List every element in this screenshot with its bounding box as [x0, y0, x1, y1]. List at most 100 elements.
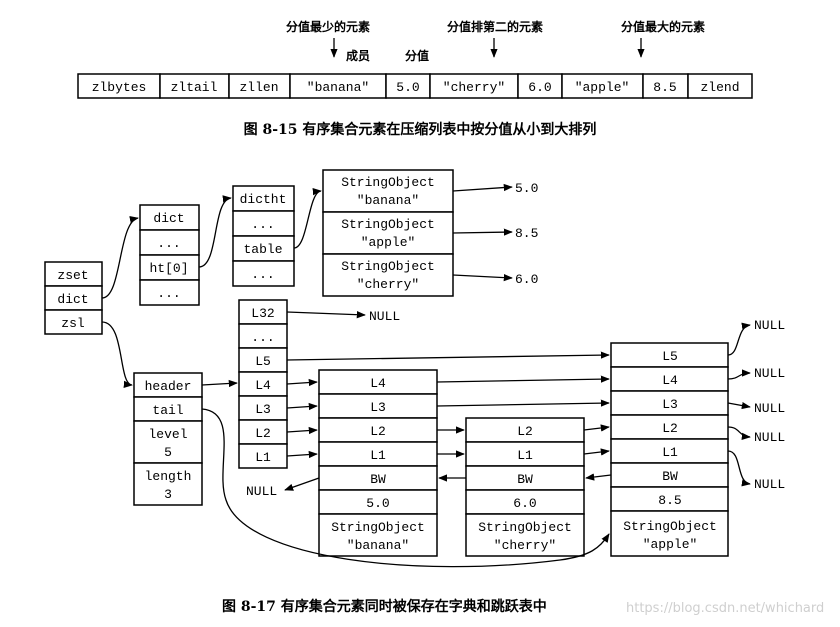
ziplist-cell: [289, 73, 387, 99]
arrow-l2-banana: [286, 426, 318, 435]
dict-skiplist-figure: zset dict zsl dict ... ht[0] ... dictht …: [44, 169, 824, 616]
zsl-tail-field: tail: [152, 403, 183, 418]
arrow-l3-banana: [286, 402, 318, 411]
arrow-l32-null: [286, 311, 366, 319]
annotation-max-element: 分值最大的元素: [621, 19, 705, 34]
header-level-label: L32: [251, 306, 274, 321]
entry-member: "apple": [361, 235, 416, 250]
skiplist-node-cherry: L2 L1 BW 6.0 StringObject "cherry": [465, 417, 585, 557]
node-score: 6.0: [513, 496, 536, 511]
arrow-banana-l3: [436, 399, 610, 407]
header-level-label: L4: [255, 378, 271, 393]
ziplist-figure: 分值最少的元素 分值排第二的元素 分值最大的元素 成员 分值 zlbytes z…: [77, 19, 753, 138]
arrow-banana-l4: [436, 375, 610, 383]
figure-caption-8-17: 图 8-17 有序集合元素同时被保存在字典和跳跃表中: [222, 598, 547, 615]
node-object-type: StringObject: [331, 520, 425, 535]
header-level-label: L3: [255, 402, 271, 417]
arrow-l1-banana: [286, 450, 318, 459]
ziplist-cell-label: "banana": [307, 80, 369, 95]
node-level-label: L3: [662, 397, 678, 412]
arrow-zsl-skiplist: [101, 321, 133, 389]
arrow-l4-banana: [286, 378, 318, 387]
ziplist-cell: [429, 73, 519, 99]
arrow-table-entries: [293, 188, 322, 249]
dict-label: dict: [153, 211, 184, 226]
ziplist-cell-label: zlbytes: [92, 80, 147, 95]
ziplist-cell-label: zlend: [700, 80, 739, 95]
header-level-label: L5: [255, 354, 271, 369]
node-level-label: L1: [370, 448, 386, 463]
arrow-entry-score: [452, 273, 513, 282]
node-score: 5.0: [366, 496, 389, 511]
dict-ellipsis: ...: [157, 286, 180, 301]
dict-ellipsis: ...: [157, 236, 180, 251]
pointer-arrows: [101, 188, 751, 568]
arrow-apple-l3-null: [727, 401, 751, 410]
ziplist-cell: [561, 73, 644, 99]
zset-label: zset: [57, 268, 88, 283]
entry-object-type: StringObject: [341, 175, 435, 190]
node-score: 8.5: [658, 493, 681, 508]
entry-member: "banana": [357, 193, 419, 208]
node-backward: BW: [662, 469, 678, 484]
ziplist-cell-label: "apple": [575, 80, 630, 95]
null-label: NULL: [754, 318, 785, 333]
null-label: NULL: [246, 484, 277, 499]
node-level-label: L5: [662, 349, 678, 364]
ziplist-cells: zlbytes zltail zllen "banana" 5.0 "cherr…: [77, 73, 753, 99]
ziplist-cell-label: 6.0: [528, 80, 551, 95]
null-label: NULL: [754, 401, 785, 416]
ziplist-cell-label: "cherry": [443, 80, 505, 95]
zsl-length-value: 3: [164, 487, 172, 502]
node-level-label: L3: [370, 400, 386, 415]
dictht-ellipsis: ...: [251, 267, 274, 282]
annotation-member: 成员: [346, 48, 370, 63]
dictht-table-field: table: [243, 242, 282, 257]
arrow-tail-apple: [201, 408, 610, 568]
arrow-ht0-dictht: [198, 195, 232, 268]
node-member: "cherry": [494, 538, 556, 553]
entry-object-type: StringObject: [341, 217, 435, 232]
arrow-apple-l1-null: [727, 450, 751, 487]
node-level-label: L2: [662, 421, 678, 436]
zskiplist-struct: header tail level 5 length 3: [133, 372, 203, 506]
node-backward: BW: [370, 472, 386, 487]
figure-caption-8-15: 图 8-15 有序集合元素在压缩列表中按分值从小到大排列: [244, 121, 597, 138]
ziplist-cell-label: 8.5: [653, 80, 676, 95]
zsl-header-field: header: [145, 379, 192, 394]
dictht-label: dictht: [240, 192, 287, 207]
skiplist-header-node: L32 ... L5 L4 L3 L2 L1: [238, 299, 288, 469]
entry-score: 5.0: [515, 181, 538, 196]
entry-score: 8.5: [515, 226, 538, 241]
header-level-label: L1: [255, 450, 271, 465]
ziplist-cell: [687, 73, 753, 99]
arrow-cherry-l2: [583, 424, 610, 432]
null-label: NULL: [754, 477, 785, 492]
zsl-level-label: level: [148, 427, 187, 442]
zset-zsl-field: zsl: [61, 316, 85, 331]
ziplist-cell: [385, 73, 431, 99]
node-member: "banana": [347, 538, 409, 553]
arrow-apple-l5-null: [727, 322, 751, 356]
zset-struct: zset dict zsl: [44, 261, 103, 335]
node-backward: BW: [517, 472, 533, 487]
watermark: https://blog.csdn.net/whichard: [626, 601, 824, 616]
annotation-score: 分值: [405, 48, 429, 63]
entry-score: 6.0: [515, 272, 538, 287]
ziplist-cell: [77, 73, 161, 99]
node-object-type: StringObject: [623, 519, 717, 534]
arrow-banana-bw-null: [284, 477, 320, 491]
arrow-cherry-l1: [583, 448, 610, 456]
node-level-label: L4: [370, 376, 386, 391]
ziplist-cell: [228, 73, 291, 99]
null-label: NULL: [369, 309, 400, 324]
arrow-header: [201, 379, 238, 388]
header-level-label: ...: [251, 330, 274, 345]
ziplist-cell: [159, 73, 230, 99]
node-member: "apple": [643, 537, 698, 552]
null-label: NULL: [754, 430, 785, 445]
dictht-struct: dictht ... table ...: [232, 185, 295, 287]
zsl-level-value: 5: [164, 445, 172, 460]
null-label: NULL: [754, 366, 785, 381]
